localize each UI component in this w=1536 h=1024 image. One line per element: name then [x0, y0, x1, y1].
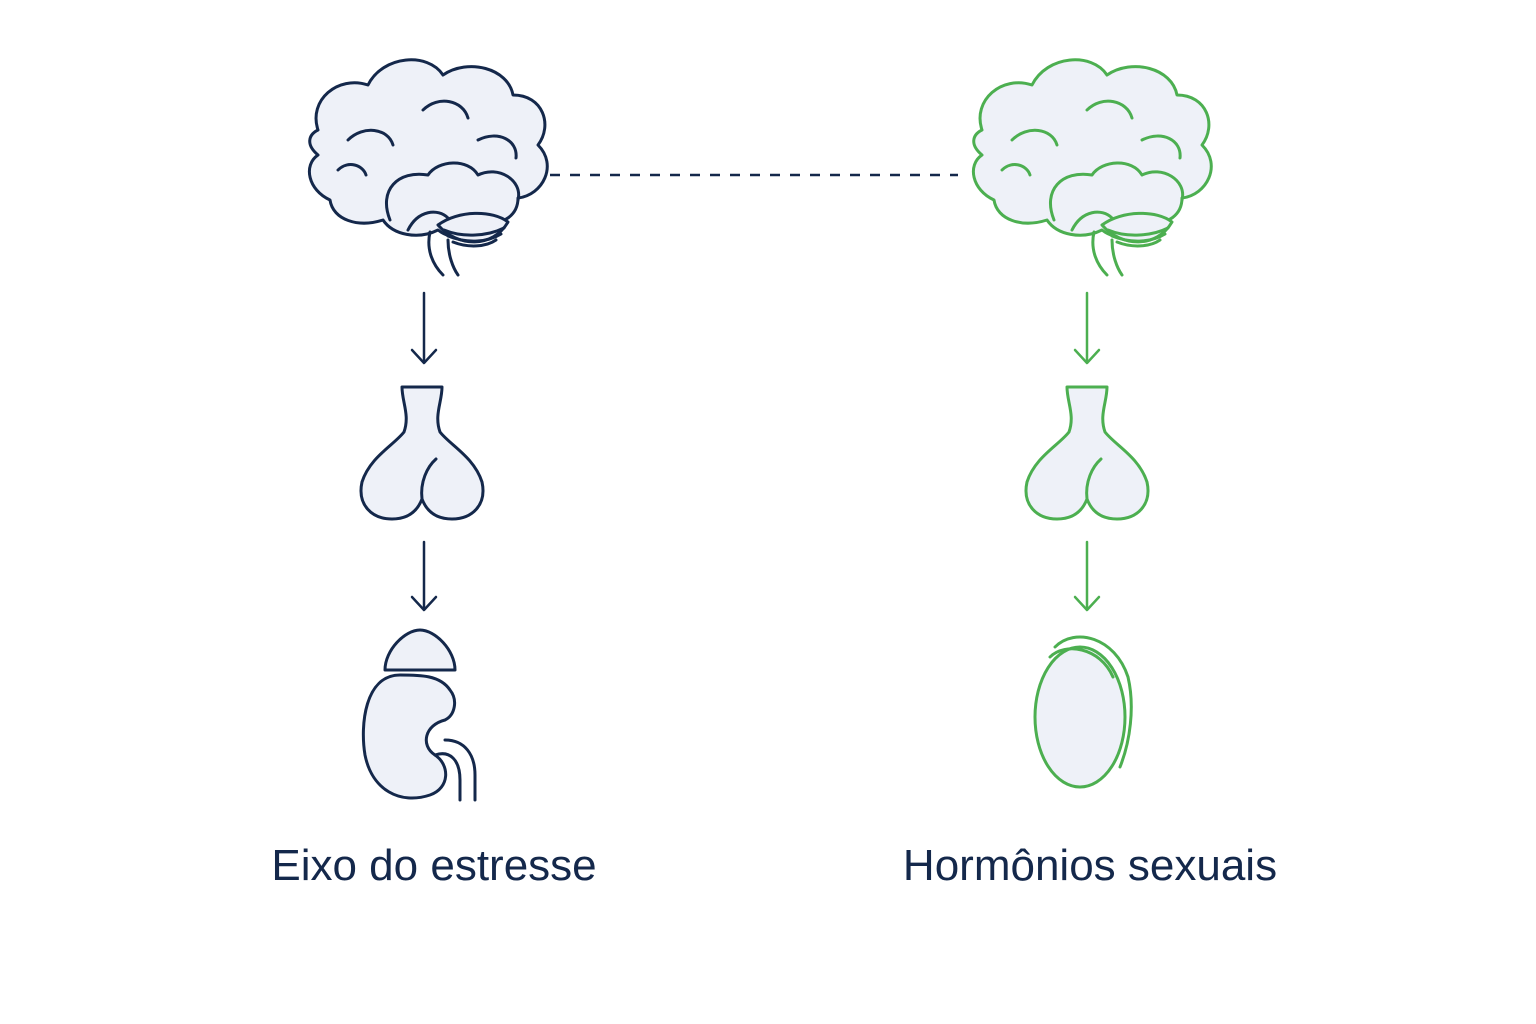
arrow-down-icon: [410, 540, 438, 612]
arrow-down-icon: [1073, 540, 1101, 612]
right-axis-column: [971, 58, 1213, 789]
brain-icon: [971, 58, 1213, 277]
gonad-icon: [1033, 635, 1133, 789]
arrow-down-icon: [1073, 291, 1101, 365]
brain-icon: [307, 58, 549, 277]
right-axis-label: Hormônios sexuais: [902, 841, 1278, 890]
pituitary-icon: [359, 385, 485, 521]
pituitary-icon: [1024, 385, 1150, 521]
left-axis-column: [307, 58, 549, 802]
left-axis-label: Eixo do estresse: [271, 841, 597, 890]
adrenal-kidney-icon: [361, 628, 477, 802]
arrow-down-icon: [410, 291, 438, 365]
